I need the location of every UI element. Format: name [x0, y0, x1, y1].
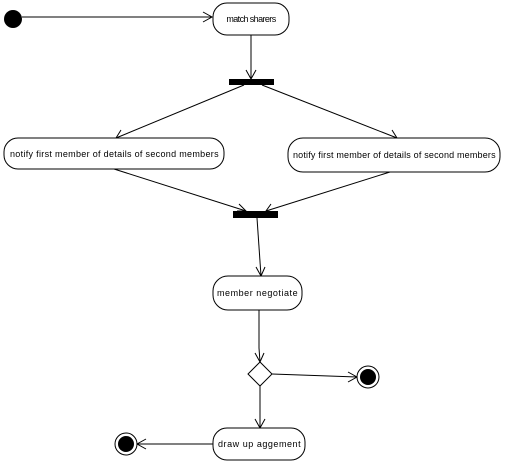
- edge-fork-to-notify-right: [261, 84, 398, 139]
- action-notify-right-label: notify first member of details of second…: [293, 150, 496, 160]
- edge-decision-to-final-right: [271, 371, 359, 383]
- action-draw-up-agreement[interactable]: draw up aggement: [212, 427, 306, 461]
- edge-negotiate-to-decision: [254, 310, 265, 364]
- fork-bar-icon: [229, 79, 274, 85]
- edge-draw-to-final-left: [135, 438, 213, 450]
- action-notify-right[interactable]: notify first member of details of second…: [287, 137, 501, 173]
- edge-fork-to-notify-left: [115, 84, 245, 139]
- edge-initial-to-match: [22, 11, 214, 23]
- action-draw-up-agreement-label: draw up aggement: [218, 439, 301, 449]
- decision-diamond-icon: [247, 361, 273, 387]
- action-match-sharers-label: match sharers: [226, 14, 276, 24]
- edge-notify-right-to-join: [265, 171, 391, 213]
- join-bar-icon: [233, 211, 278, 218]
- action-member-negotiate[interactable]: member negotiate: [212, 275, 303, 311]
- action-match-sharers[interactable]: match sharers: [212, 2, 290, 36]
- final-node-icon: [356, 365, 380, 389]
- action-member-negotiate-label: member negotiate: [217, 288, 298, 298]
- initial-node-icon: [4, 10, 22, 28]
- edge-join-to-negotiate: [255, 217, 266, 278]
- action-notify-left[interactable]: notify first member of details of second…: [3, 137, 225, 170]
- edge-decision-to-draw: [254, 386, 266, 430]
- final-node-icon: [114, 432, 138, 456]
- action-notify-left-label: notify first member of details of second…: [10, 149, 219, 159]
- edge-notify-left-to-join: [113, 168, 248, 212]
- edge-match-to-fork: [245, 35, 257, 81]
